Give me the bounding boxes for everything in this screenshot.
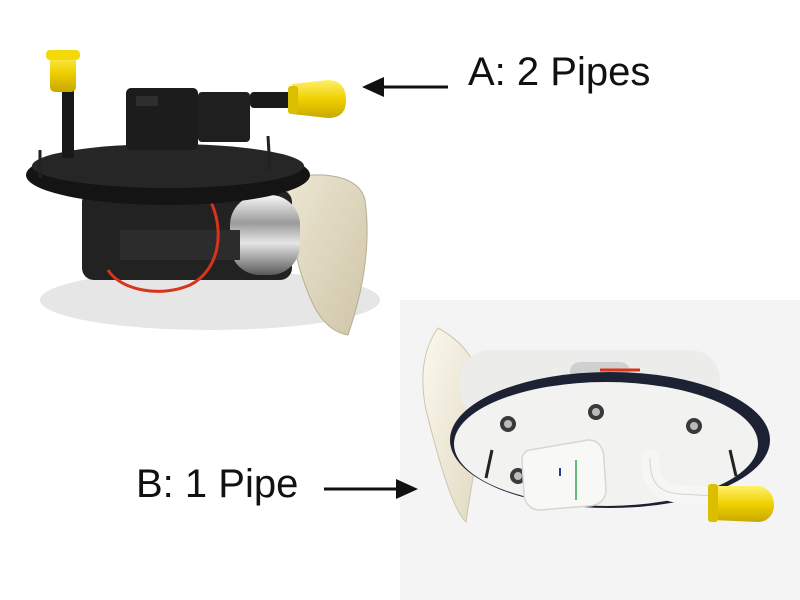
photo-pump-b	[400, 300, 800, 600]
arrow-right-icon	[324, 479, 418, 499]
chrome-motor	[230, 195, 300, 275]
label-b: B: 1 Pipe	[136, 462, 299, 506]
nozzle-right	[292, 80, 346, 118]
photo-pump-a	[26, 50, 380, 336]
red-wire	[106, 199, 220, 293]
nozzle	[712, 486, 774, 522]
arrow-left-icon	[362, 77, 448, 97]
connector	[521, 439, 607, 511]
label-a: A: 2 Pipes	[468, 50, 651, 94]
nozzle-left	[50, 52, 76, 92]
